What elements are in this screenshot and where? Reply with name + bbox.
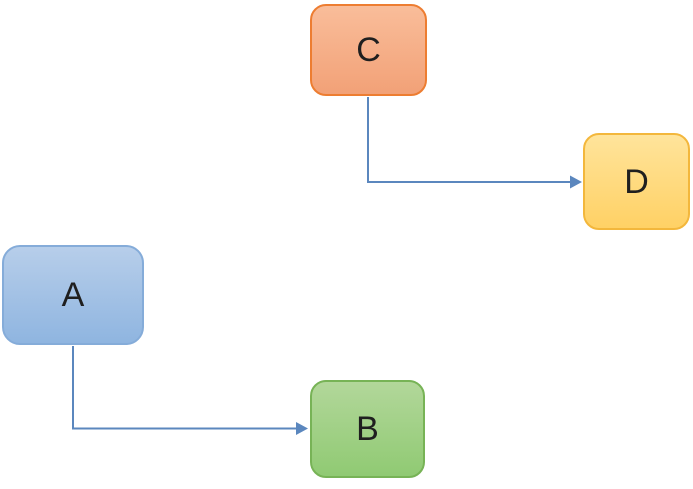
node-c: C <box>310 4 427 96</box>
node-a-label: A <box>61 276 85 314</box>
node-b: B <box>310 380 425 478</box>
node-a: A <box>2 245 144 345</box>
node-b-label: B <box>356 410 379 448</box>
connector-c-to-d <box>367 97 582 189</box>
node-c-label: C <box>356 31 381 69</box>
node-d: D <box>583 133 690 230</box>
node-d-label: D <box>624 162 649 201</box>
connector-a-to-b <box>72 346 308 435</box>
